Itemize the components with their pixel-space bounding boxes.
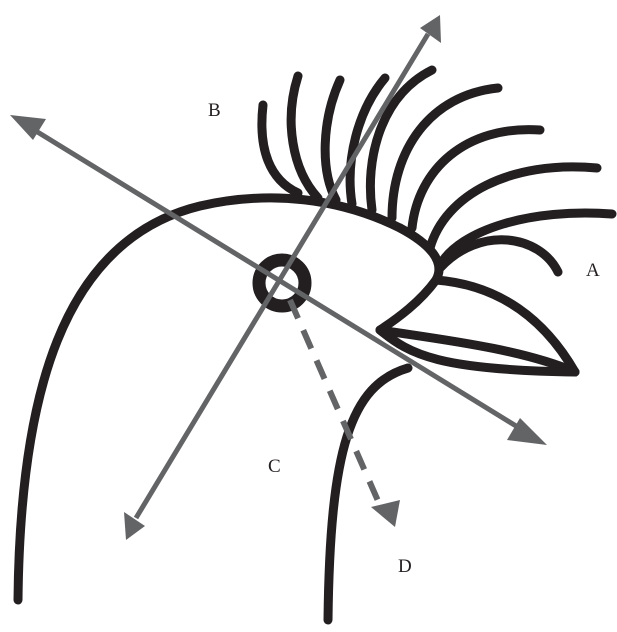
crest-feather (430, 167, 597, 248)
upper-beak (436, 280, 575, 372)
label-d: D (398, 556, 412, 577)
throat-and-front-neck (328, 368, 408, 620)
crest-feather (392, 88, 498, 218)
arrow-c-to-top (124, 15, 441, 540)
brow-to-beak-base (380, 280, 436, 330)
crest-feathers (262, 70, 612, 272)
label-a: A (586, 260, 600, 281)
label-b: B (208, 100, 221, 121)
crest-feather (440, 213, 612, 265)
crest-feather (291, 76, 318, 198)
arrow-line (136, 34, 428, 518)
arrow-head-bottom (371, 500, 400, 527)
label-c: C (268, 456, 281, 477)
head-outline (18, 198, 439, 620)
crest-feather (412, 130, 540, 228)
